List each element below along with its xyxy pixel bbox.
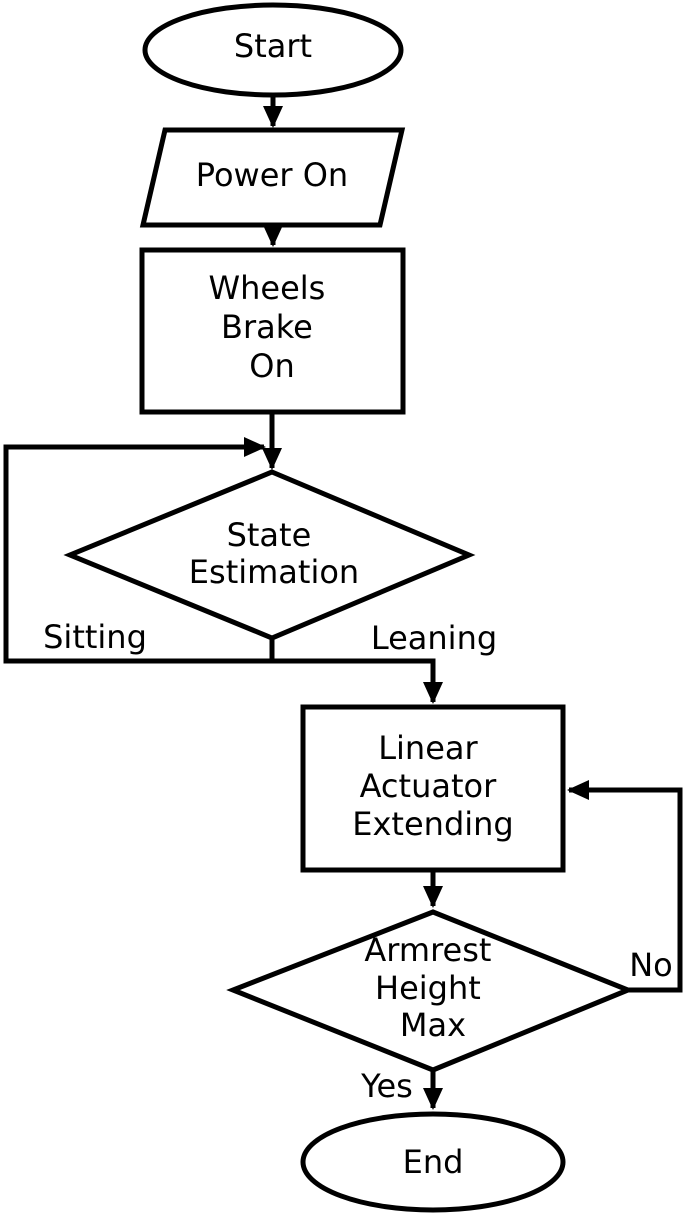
node-end [300,1111,566,1213]
state-line-2: Estimation [189,553,359,591]
node-state-estimation-label: State Estimation [189,516,359,591]
state-line-1: State [227,516,312,554]
wheels-line-1: Wheels [208,269,325,307]
node-power-on-label: Power On [196,156,348,194]
linear-line-3: Extending [352,805,513,843]
node-start [142,2,404,98]
wheels-line-3: On [249,347,294,385]
node-linear-actuator-extending [300,704,566,873]
edge-no-loop [567,780,683,993]
node-state-estimation [63,469,476,641]
node-wheels-brake-on [139,247,406,415]
linear-line-2: Actuator [360,767,497,805]
edge-label-sitting: Sitting [43,618,147,656]
node-armrest-height-max-label: Armrest Height Max [364,931,501,1044]
edge-sitting-loop [3,437,275,664]
edge-label-leaning: Leaning [371,619,497,657]
node-wheels-brake-on-label: Wheels Brake On [208,269,335,385]
armrest-line-3: Max [400,1006,466,1044]
armrest-line-2: Height [375,969,481,1007]
node-armrest-height-max [226,909,635,1073]
armrest-line-1: Armrest [364,931,491,969]
node-linear-actuator-label: Linear Actuator Extending [352,729,513,843]
edge-leaning-branch [272,658,443,704]
linear-line-1: Linear [378,729,478,767]
node-start-label: Start [234,27,312,65]
wheels-line-2: Brake [221,308,313,346]
edge-label-no: No [629,946,673,984]
node-end-label: End [403,1143,464,1181]
edge-label-yes: Yes [360,1067,413,1105]
node-power-on [139,127,406,228]
